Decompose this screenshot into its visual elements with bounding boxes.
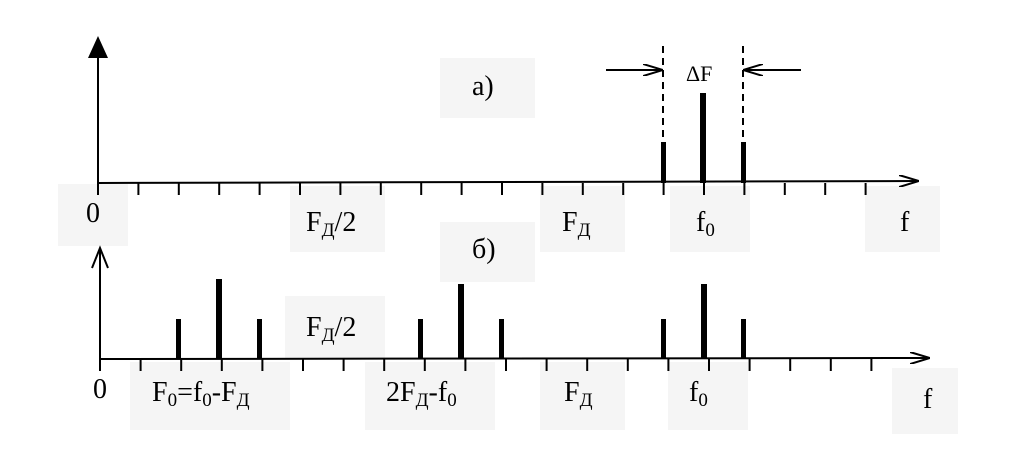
label-bg bbox=[285, 296, 385, 358]
bottom-axis-f-label: f bbox=[923, 384, 933, 415]
bottom-group3-center-line bbox=[701, 284, 707, 359]
bottom-group2-lower-line bbox=[418, 319, 423, 359]
bottom-x-axis bbox=[99, 358, 929, 359]
bottom-group1-center-line bbox=[216, 279, 222, 359]
top-origin-label: 0 bbox=[86, 198, 100, 229]
bottom-group1-upper-line bbox=[257, 319, 262, 359]
top-y-arrowhead bbox=[88, 36, 108, 58]
bottom-origin-label: 0 bbox=[93, 374, 107, 405]
bottom-f0-label: f0 bbox=[689, 377, 708, 411]
label-bg bbox=[365, 362, 495, 430]
label-bg bbox=[58, 184, 128, 246]
bottom-half-fs-label: FД/2 bbox=[306, 312, 356, 346]
bottom-ticks bbox=[99, 359, 873, 371]
bottom-group2-upper-line bbox=[499, 319, 504, 359]
label-bg bbox=[892, 368, 958, 434]
top-carrier-line bbox=[700, 93, 706, 183]
top-delta-f-label: ΔF bbox=[686, 61, 712, 86]
bottom-panel: б) FД/2 0 F0=f0-FД 2FД-f0 FД f0 f bbox=[91, 234, 933, 415]
top-panel-label: а) bbox=[472, 71, 494, 102]
bottom-group1-lower-line bbox=[176, 319, 181, 359]
bottom-group3-upper-line bbox=[741, 319, 746, 359]
label-bg bbox=[290, 186, 385, 252]
top-ticks bbox=[97, 183, 867, 195]
bottom-panel-label: б) bbox=[472, 234, 496, 265]
bottom-2fs-minus-f0-label: 2FД-f0 bbox=[386, 377, 457, 411]
bottom-group3-lower-line bbox=[661, 319, 666, 359]
label-bg bbox=[130, 362, 290, 430]
top-half-fs-label: FД/2 bbox=[306, 207, 356, 241]
top-upper-sideband-line bbox=[741, 142, 746, 183]
label-bg bbox=[440, 222, 535, 282]
top-lower-sideband-line bbox=[661, 142, 666, 183]
bottom-F0-label: F0=f0-FД bbox=[152, 377, 250, 411]
label-bg bbox=[668, 362, 748, 430]
top-panel: а) ΔF 0 FД/2 FД f0 f bbox=[86, 36, 918, 241]
bottom-y-arrowhead bbox=[91, 245, 109, 269]
bottom-fs-label: FД bbox=[564, 377, 593, 411]
top-axis-f-label: f bbox=[900, 207, 910, 238]
label-bg bbox=[670, 186, 750, 252]
bottom-group2-center-line bbox=[458, 284, 464, 359]
label-bg bbox=[540, 186, 625, 252]
label-bg bbox=[865, 186, 940, 252]
top-fs-label: FД bbox=[562, 207, 591, 241]
top-x-axis bbox=[97, 181, 918, 183]
label-bg bbox=[540, 362, 625, 430]
label-bg bbox=[440, 58, 535, 118]
top-f0-label: f0 bbox=[696, 207, 715, 241]
